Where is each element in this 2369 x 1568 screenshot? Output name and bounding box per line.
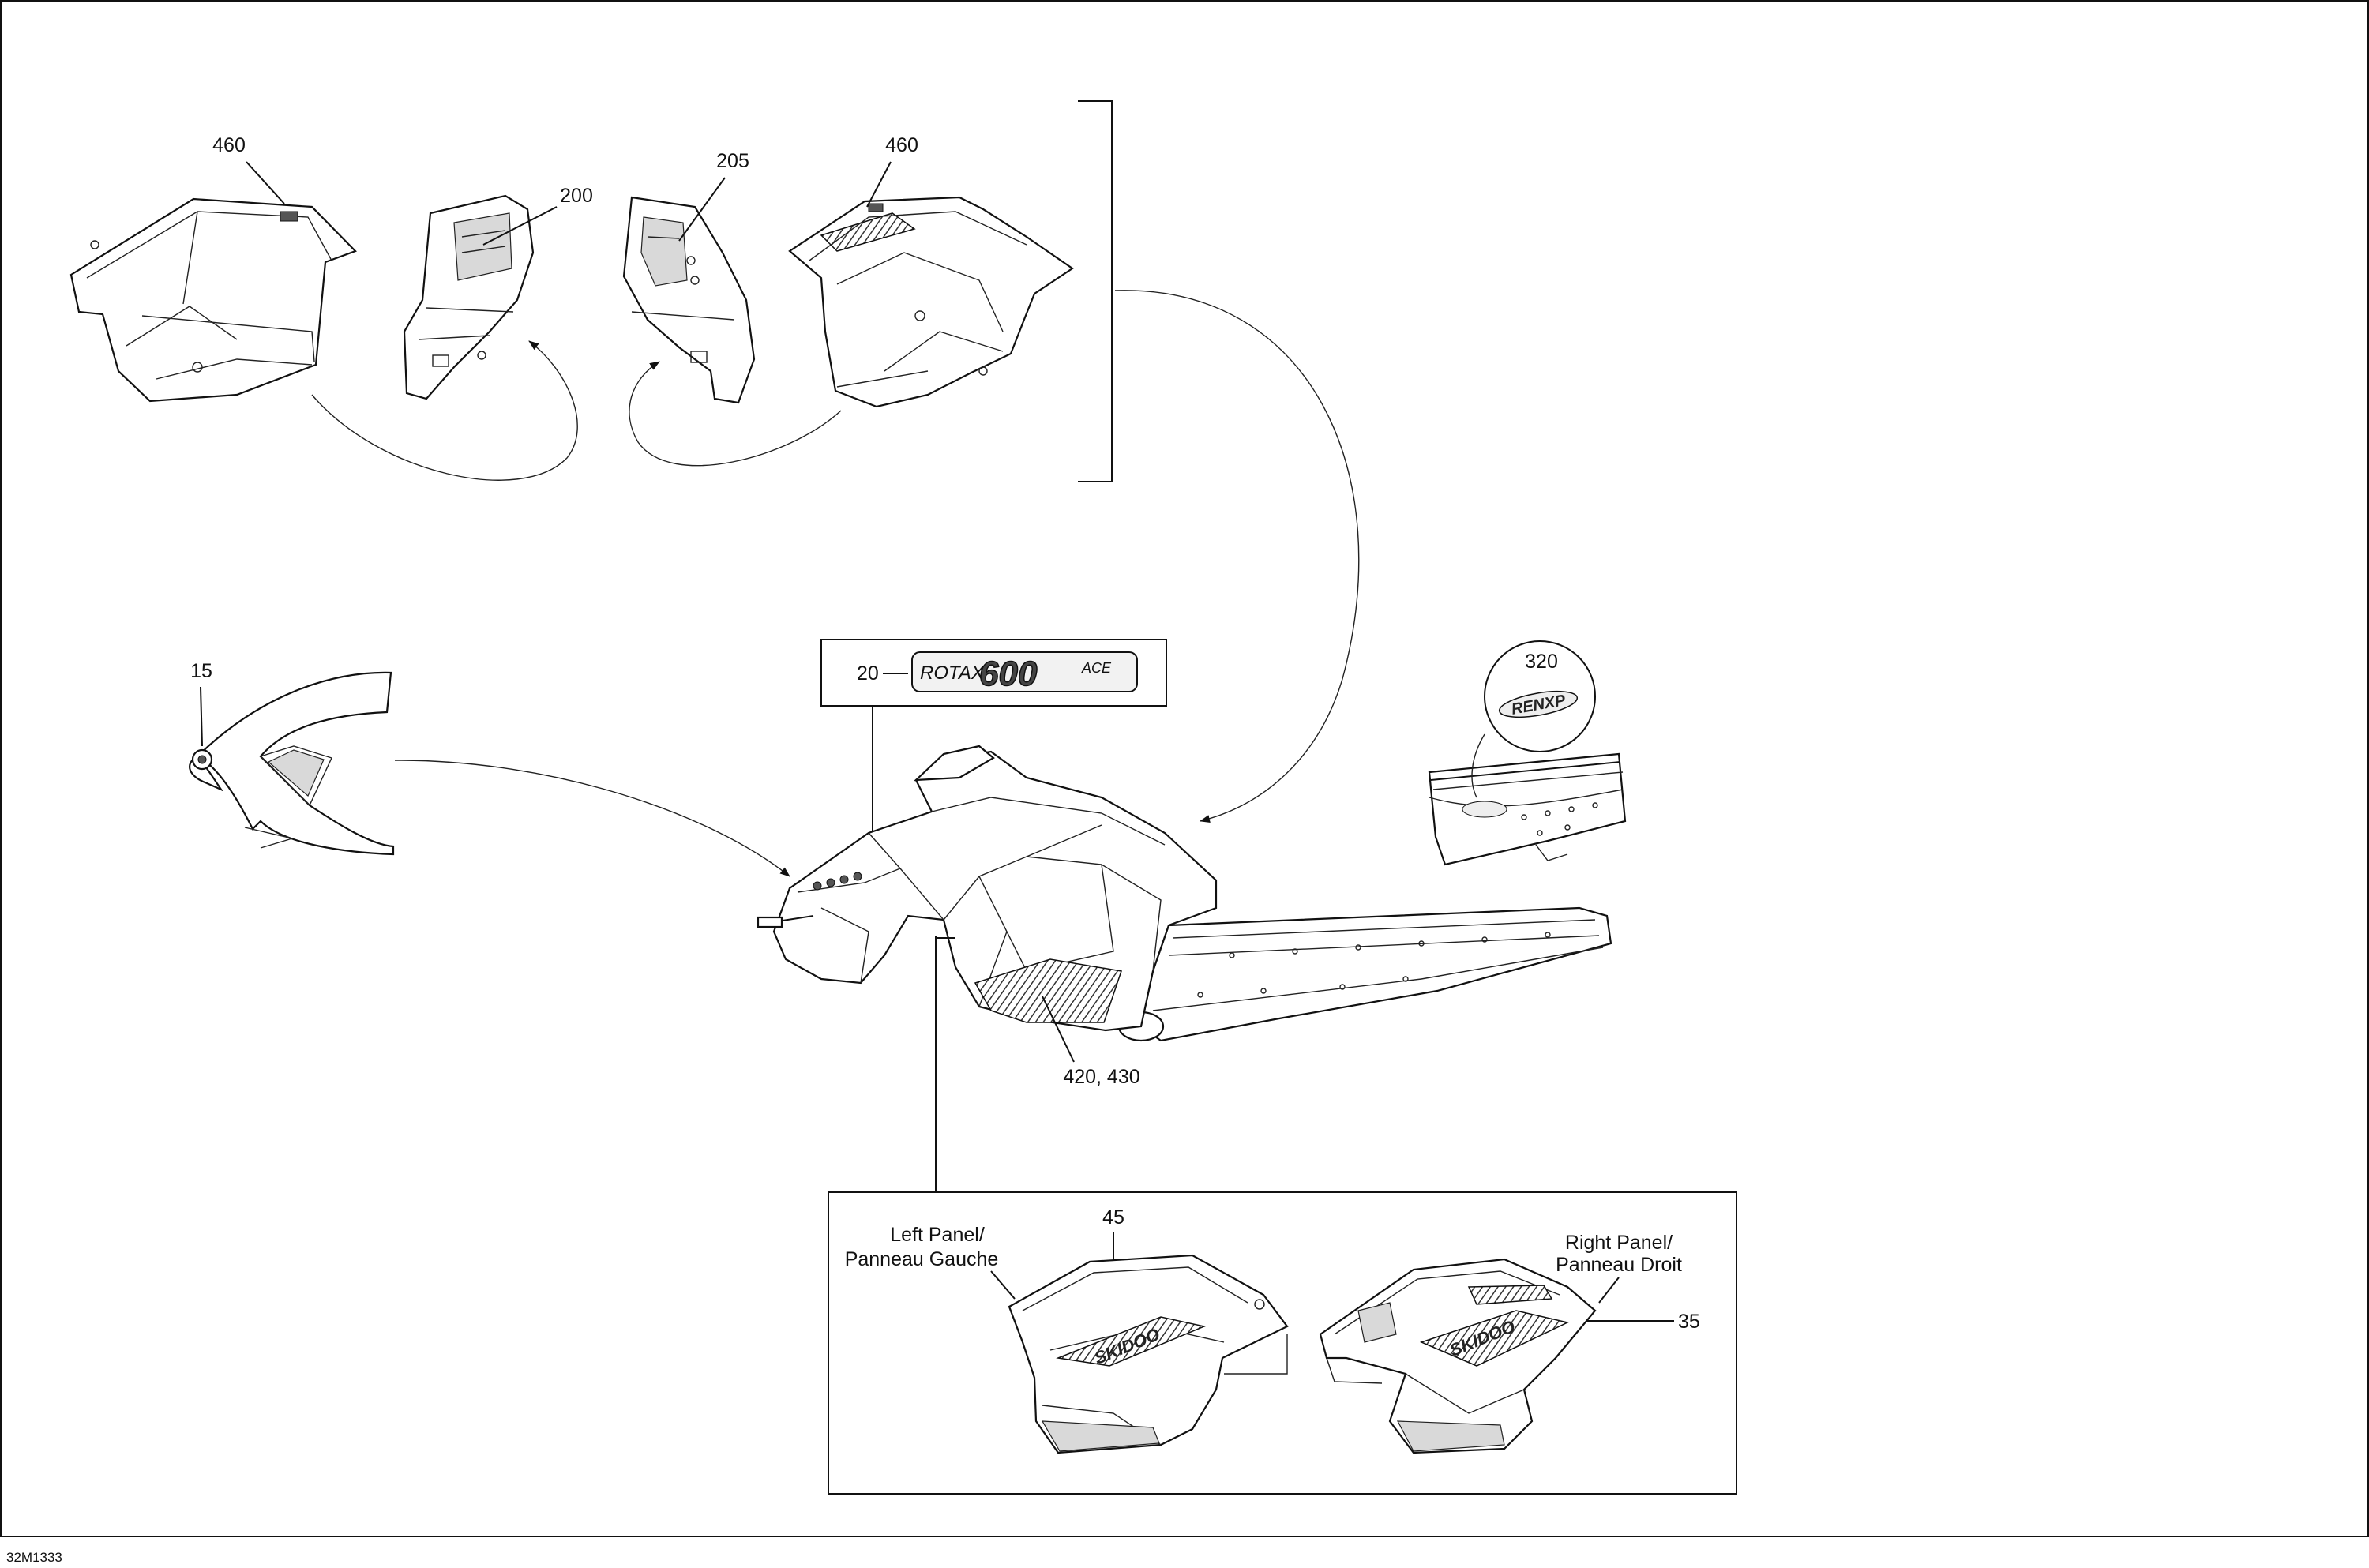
assembly-arrow-right <box>629 361 842 467</box>
left-panel-label-line1: Left Panel/ <box>890 1224 985 1246</box>
decal-20-box <box>820 639 1167 707</box>
callout-45: 45 <box>1102 1206 1124 1229</box>
leader-460-left <box>246 161 285 204</box>
assembly-arrow-left <box>311 340 578 481</box>
leader-200 <box>482 206 558 246</box>
callout-460-right: 460 <box>885 134 918 156</box>
callout-460-left: 460 <box>212 134 246 156</box>
side-panel-left-outer <box>69 197 357 403</box>
panel-detail-box <box>828 1191 1737 1495</box>
rotax-decal: ROTAX 600 ACE <box>911 651 1138 694</box>
callout-20: 20 <box>857 662 879 685</box>
leader-205 <box>678 177 726 242</box>
nose-cone <box>189 671 395 856</box>
rotax-suffix-text: ACE <box>1081 660 1112 676</box>
group-bracket <box>1078 100 1113 482</box>
rotax-text: ROTAX <box>920 662 985 684</box>
tunnel-detail <box>1428 752 1627 866</box>
assembly-arrow-to-vehicle <box>1114 290 1360 823</box>
leader-15 <box>200 686 203 747</box>
right-panel-detail: SKIDOO <box>1319 1258 1597 1454</box>
side-panel-right-outer <box>788 196 1074 408</box>
renxp-decal: RENXP <box>1498 690 1579 718</box>
assembly-arrow-nose <box>394 760 790 877</box>
left-panel-label-line2: Panneau Gauche <box>845 1248 999 1270</box>
callout-35: 35 <box>1678 1311 1700 1333</box>
right-panel-label-line1: Right Panel/ <box>1565 1232 1673 1254</box>
callout-420-430: 420, 430 <box>1063 1066 1139 1088</box>
leader-left-panel <box>990 1270 1016 1300</box>
snowmobile-body <box>757 745 1612 1042</box>
right-panel-label-line2: Panneau Droit <box>1556 1254 1682 1276</box>
callout-320: 320 <box>1525 651 1558 673</box>
leader-460-right <box>866 161 892 208</box>
callout-15: 15 <box>190 660 212 682</box>
diagram-id: 32M1333 <box>6 1550 62 1565</box>
left-panel-detail: SKIDOO <box>1008 1254 1289 1454</box>
leader-right-panel <box>1598 1277 1620 1304</box>
callout-200: 200 <box>560 185 593 207</box>
side-panel-right-inner <box>622 196 756 404</box>
decal-320-detail-circle <box>1484 640 1596 752</box>
leader-320 <box>1471 733 1485 798</box>
leader-420-430 <box>1042 996 1075 1063</box>
side-panel-left-inner <box>403 194 535 400</box>
callout-205: 205 <box>716 150 749 172</box>
rotax-model-text: 600 <box>979 655 1038 693</box>
